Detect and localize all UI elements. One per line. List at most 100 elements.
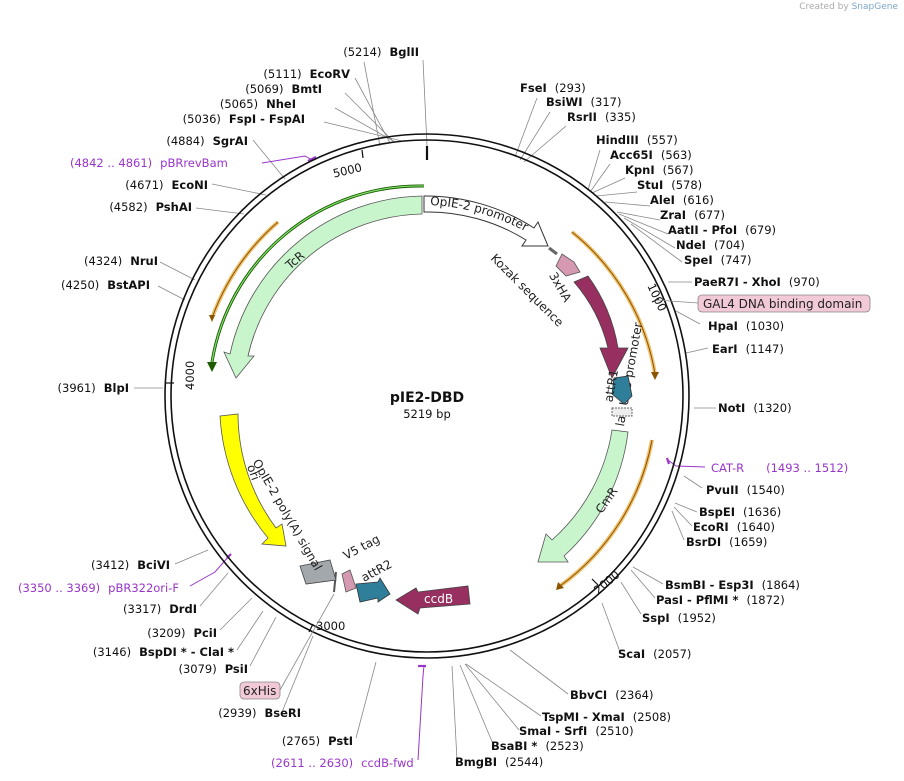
site-pvuii-pos: (1540) [747,483,785,497]
svg-text:(4842 .. 4861)pBRrevBam: (4842 .. 4861) pBRrevBam [70,156,228,170]
site-bspei: BspEI [699,505,735,519]
site-bseri: BseRI [264,706,301,720]
svg-text:BspEI(1636): BspEI(1636) [699,505,781,519]
svg-text:(4324)NruI: (4324) NruI [84,254,158,268]
site-zrai-pos: (677) [694,208,725,222]
site-bmgbi-pos: (2544) [505,755,543,769]
tcr-orf-arc-inner [211,185,425,363]
site-bsabi-pos: (2523) [545,739,583,753]
svg-text:(2611 .. 2630)ccdB-fwd: (2611 .. 2630)ccdB-fwd [271,756,414,770]
site-bsrdi: BsrDI [686,535,721,549]
v5-tag-label: V5 tag [341,532,382,563]
site-bcivi: BciVI [137,558,170,572]
svg-text:(5065)NheI: (5065) NheI [220,97,296,111]
site-bstapi-pos: (4250) [61,278,99,292]
enzyme-labels-left: (5214)BglII (5111)EcoRV (5069)BmtI (5065… [58,45,419,748]
polya-signal [299,559,337,585]
site-pasi-pflmi-pos: (1872) [746,593,784,607]
site-scai-pos: (2057) [653,647,691,661]
site-spei-pos: (747) [721,253,752,267]
primer-lines [189,155,706,761]
plasmid-size: 5219 bp [403,407,451,421]
primer-pbr322orif: pBR322ori-F [108,581,179,595]
opie2-promoter-label: OpIE-2 promoter [430,194,531,234]
site-pshai-pos: (4582) [109,200,147,214]
svg-text:NdeI(704): NdeI (704) [676,238,745,252]
svg-text:Acc65I(563): Acc65I(563) [610,148,692,162]
svg-text:AatII - PfoI(679): AatII - PfoI(679) [668,223,776,237]
svg-text:BsrDI(1659): BsrDI (1659) [686,535,767,549]
his-tag-mark [333,571,337,593]
svg-text:BsiWI(317): BsiWI(317) [546,95,621,109]
gal4-box-leader [655,299,699,304]
orf-arrow-3 [209,315,215,322]
primer-ccdbfwd: ccdB-fwd [361,756,414,770]
tick-label-4000: 4000 [183,361,197,390]
site-nrui: NruI [130,254,158,268]
site-nhei: NheI [266,97,296,111]
site-fspi-fspai: FspI - FspAI [229,112,305,126]
svg-text:(4671)EcoNI: (4671)EcoNI [125,178,208,192]
svg-text:SmaI - SrfI(2510): SmaI - SrfI (2510) [519,724,634,738]
site-alei: AleI [650,193,675,207]
gal4-box [697,294,871,313]
site-tspmi-xmai: TspMI - XmaI [542,710,625,724]
site-bsmbi-esp3i: BsmBI - Esp3I [665,578,754,592]
ori-arrow [219,413,287,547]
svg-text:FseI(293): FseI(293) [520,81,586,95]
svg-text:(3412)BciVI: (3412) BciVI [91,558,170,572]
svg-text:HindIII(557): HindIII(557) [596,133,678,147]
site-smai-srfi: SmaI - SrfI [519,724,587,738]
svg-text:HpaI(1030): HpaI(1030) [708,319,784,333]
svg-text:(3209)PciI: (3209)PciI [147,626,217,640]
primer-pbrrevbam-range: (4842 .. 4861) [70,156,152,170]
svg-text:PaeR7I - XhoI(970): PaeR7I - XhoI(970) [694,275,820,289]
svg-text:BsmBI - Esp3I(1864): BsmBI - Esp3I(1864) [665,578,800,592]
primer-pbr322orif-range: (3350 .. 3369) [18,581,100,595]
site-nhei-pos: (5065) [220,97,258,111]
svg-text:(3350 .. 3369)pBR322ori-F: (3350 .. 3369) pBR322ori-F [18,581,179,595]
site-psti: PstI [328,734,353,748]
svg-text:ScaI(2057): ScaI(2057) [618,647,691,661]
site-eari: EarI [712,342,738,356]
site-rsrii-pos: (335) [605,110,636,124]
tcr-arrow [223,195,423,379]
credit-brand: SnapGene [851,2,898,12]
site-smai-srfi-pos: (2510) [595,724,633,738]
site-pasi-pflmi: PasI - PflMI * [656,593,738,607]
site-econi-pos: (4671) [125,178,163,192]
svg-text:RsrII(335): RsrII(335) [567,110,636,124]
site-bsrdi-pos: (1659) [729,535,767,549]
svg-text:NotI(1320): NotI(1320) [718,401,792,415]
site-bmti-pos: (5069) [245,82,283,96]
svg-text:PasI - PflMI *(1872): PasI - PflMI * (1872) [656,593,785,607]
cmr-arrow [537,429,629,563]
site-noti-pos: (1320) [753,401,791,415]
svg-text:(4582)PshAI: (4582)PshAI [109,200,192,214]
attr1-label: attR1 [602,368,621,403]
his-box-leader [279,593,335,691]
site-fsei-pos: (293) [555,81,586,95]
site-ecorv-pos: (5111) [263,67,301,81]
site-nrui-pos: (4324) [84,254,122,268]
site-alei-pos: (616) [683,193,714,207]
svg-text:(2765)PstI: (2765)PstI [282,734,353,748]
orf-arcs-outline [211,221,656,587]
site-sgrai-pos: (4884) [166,134,204,148]
site-ecori: EcoRI [693,520,729,534]
site-kpni-pos: (567) [663,163,694,177]
site-paer7i-xhoi: PaeR7I - XhoI [694,275,781,289]
primer-pbrrevbam: pBRrevBam [160,156,228,170]
primer-catr: CAT-R [711,461,744,475]
site-blpi: BlpI [104,381,129,395]
site-bcivi-pos: (3412) [91,558,129,572]
tick-label-2000: 2000 [591,567,622,597]
site-bsabi: BsaBI * [491,739,537,753]
site-ndei-pos: (704) [714,238,745,252]
primer-labels: (4842 .. 4861)pBRrevBam CAT-R(1493 .. 15… [18,156,848,770]
svg-text:(3961)BlpI: (3961)BlpI [58,381,129,395]
svg-text:SpeI(747): SpeI(747) [684,253,752,267]
svg-text:KpnI(567): KpnI(567) [625,163,694,177]
site-ndei: NdeI [676,238,706,252]
